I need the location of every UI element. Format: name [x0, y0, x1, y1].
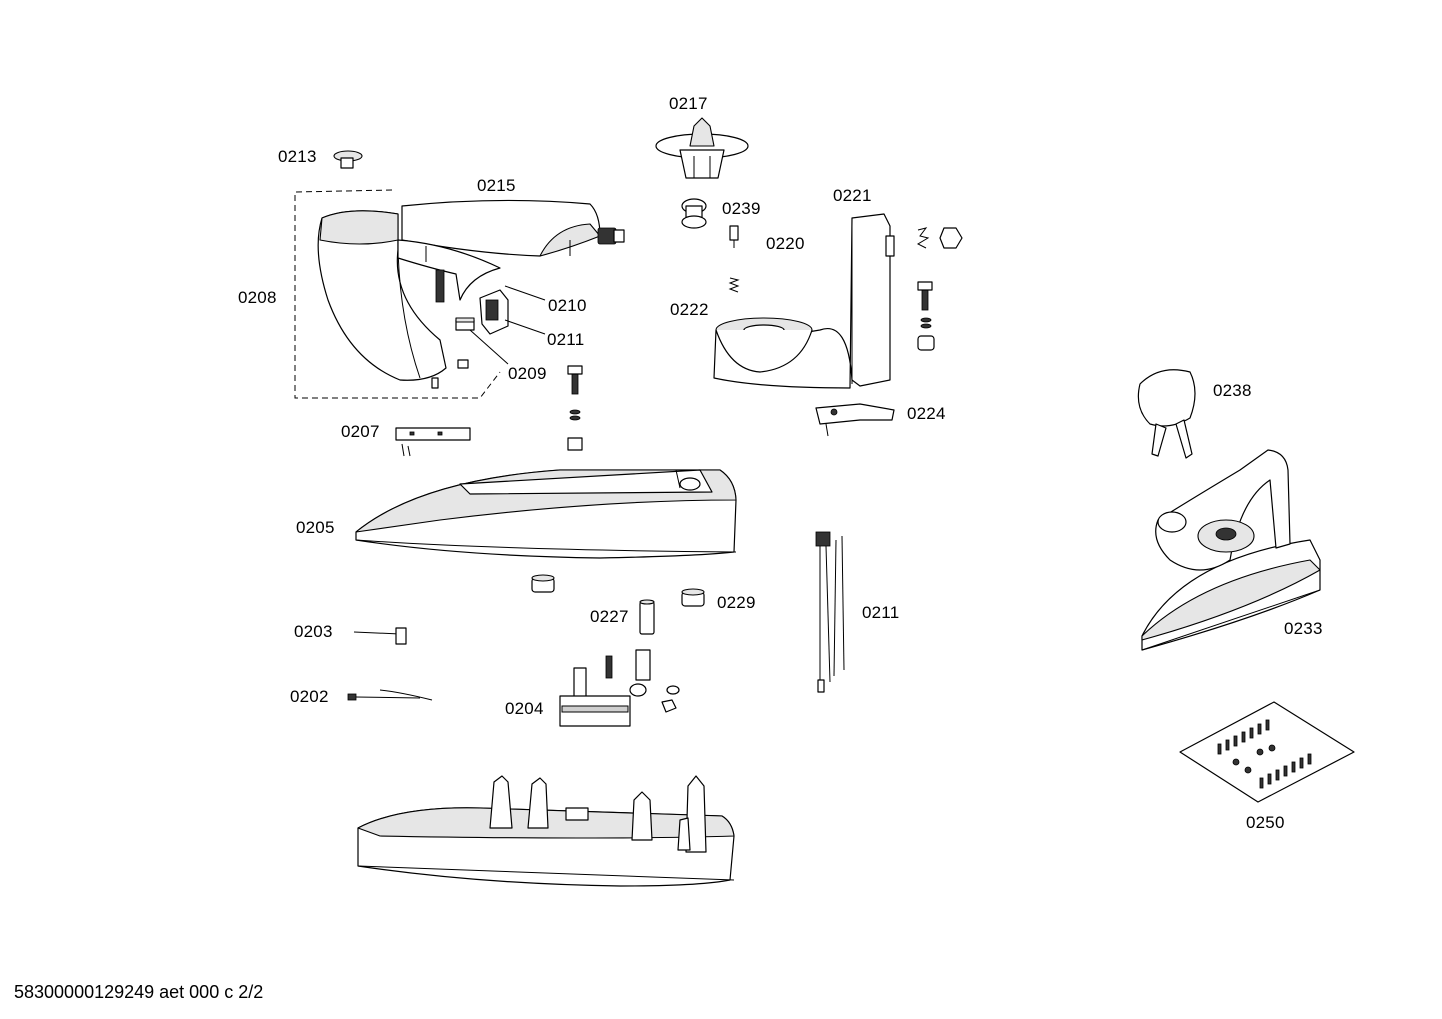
- label-0205: 0205: [296, 518, 335, 537]
- part-0202-fuse: [347, 689, 433, 701]
- part-0239-spool: [681, 198, 707, 229]
- label-0213: 0213: [278, 147, 317, 166]
- label-0208: 0208: [238, 288, 277, 307]
- label-0202: 0202: [290, 687, 329, 706]
- label-0204: 0204: [505, 699, 544, 718]
- document-footer-code: 58300000129249 aet 000 c 2/2: [14, 982, 264, 1002]
- label-0233: 0233: [1284, 619, 1323, 638]
- label-0207: 0207: [341, 422, 380, 441]
- part-0221-housing: [713, 213, 895, 389]
- part-0205-soleplate: [355, 469, 737, 559]
- label-0211-cord: 0211: [862, 603, 900, 622]
- label-0220: 0220: [766, 234, 805, 253]
- label-0224: 0224: [907, 404, 946, 423]
- part-0208-bracket: [294, 189, 501, 399]
- label-0210: 0210: [548, 296, 587, 315]
- part-0213-knob: [333, 150, 363, 169]
- part-base-housing: [357, 775, 735, 887]
- label-0217: 0217: [669, 94, 708, 113]
- part-0227-tube: [639, 599, 655, 635]
- label-0211-switch: 0211: [547, 330, 585, 349]
- label-0229: 0229: [717, 593, 756, 612]
- label-0250: 0250: [1246, 813, 1285, 832]
- part-0250-screw-bag: [1179, 701, 1355, 803]
- label-0238: 0238: [1213, 381, 1252, 400]
- part-screw-stack: [567, 365, 583, 451]
- part-0217-cap: [655, 117, 749, 179]
- part-0211-cord: [815, 531, 845, 693]
- label-0239: 0239: [722, 199, 761, 218]
- part-0203-sensor: [353, 627, 407, 645]
- part-0215-handle-top: [397, 199, 625, 303]
- leader-lines: [469, 285, 546, 365]
- part-bushings: [531, 574, 705, 607]
- part-0207-plate: [395, 427, 471, 457]
- part-0208-handle-body: [317, 210, 469, 389]
- label-0227: 0227: [590, 607, 629, 626]
- label-0209: 0209: [508, 364, 547, 383]
- label-0221: 0221: [833, 186, 872, 205]
- part-0220-pin: [729, 225, 739, 248]
- part-0238-clip: [1137, 369, 1196, 459]
- part-fasteners-right: [916, 227, 963, 351]
- part-0222-spring: [728, 277, 740, 293]
- label-0203: 0203: [294, 622, 333, 641]
- part-0233-iron: [1141, 449, 1321, 651]
- label-0222: 0222: [670, 300, 709, 319]
- label-0215: 0215: [477, 176, 516, 195]
- part-0209-block: [455, 317, 475, 331]
- part-0204-thermostat: [559, 649, 680, 727]
- part-0224-clamp: [815, 403, 895, 437]
- part-0211-switch: [479, 289, 509, 335]
